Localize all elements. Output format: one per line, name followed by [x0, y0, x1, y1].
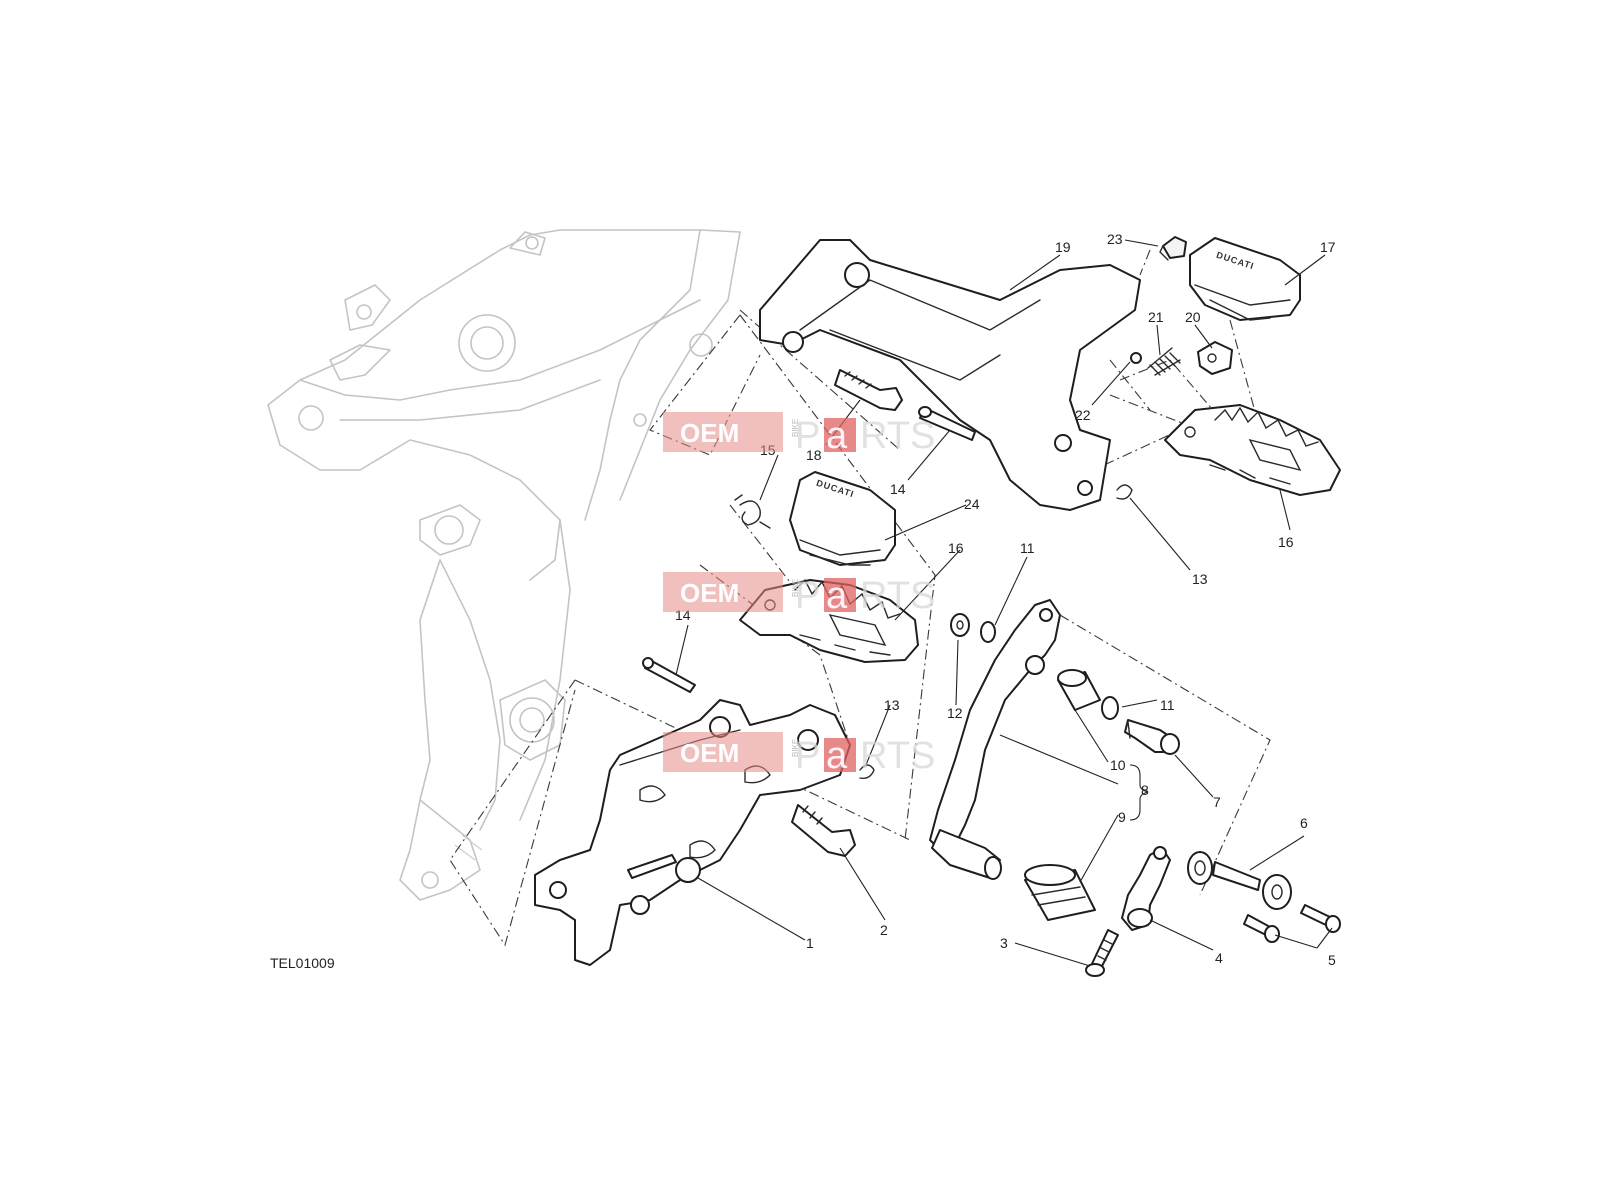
bolt-part-2 — [791, 804, 856, 857]
pedal-rubber-sleeve-part — [1024, 864, 1096, 921]
washer-part — [950, 613, 970, 637]
svg-text:P: P — [795, 575, 820, 617]
callout-leader-lines — [675, 239, 1333, 967]
svg-text:a: a — [826, 575, 848, 617]
svg-text:a: a — [826, 735, 848, 777]
diagram-reference-code: TEL01009 — [270, 955, 335, 971]
detent-ball-part — [1130, 352, 1142, 364]
retaining-clip-upper — [1116, 484, 1133, 500]
callout-3: 3 — [1000, 935, 1008, 951]
svg-text:P: P — [795, 735, 820, 777]
spring-bracket-part — [1197, 341, 1233, 375]
callout-23: 23 — [1107, 231, 1123, 247]
callout-9: 9 — [1118, 809, 1126, 825]
callout-14-upper: 14 — [890, 481, 906, 497]
bushing-part — [1057, 669, 1101, 711]
callout-13-lower: 13 — [884, 697, 900, 713]
brake-pedal-lever-part — [929, 599, 1061, 880]
svg-text:BIKE: BIKE — [791, 419, 800, 437]
footpeg-upper-right-part — [1164, 404, 1341, 496]
callout-22: 22 — [1075, 407, 1091, 423]
pivot-bolt-part — [1124, 719, 1180, 755]
o-ring-lower — [1101, 696, 1119, 720]
callout-4: 4 — [1215, 950, 1223, 966]
svg-text:a: a — [826, 415, 848, 457]
svg-text:BIKE: BIKE — [791, 579, 800, 597]
watermark-middle: OEM BIKE P a RTS — [663, 572, 935, 617]
callout-24: 24 — [964, 496, 980, 512]
svg-text:BIKE: BIKE — [791, 739, 800, 757]
screw-part-a — [1243, 914, 1280, 943]
svg-text:P: P — [795, 415, 820, 457]
rubber-footpeg-pad-middle: DUCATI — [789, 471, 896, 566]
svg-text:RTS: RTS — [860, 415, 935, 457]
bolt-part-3 — [1085, 929, 1119, 977]
callout-11-lower: 11 — [1160, 697, 1175, 713]
retaining-clip-lower — [859, 764, 875, 780]
callout-2: 2 — [880, 922, 888, 938]
callout-16-middle: 16 — [948, 540, 964, 556]
spring-part — [1147, 347, 1181, 376]
svg-text:OEM: OEM — [680, 578, 739, 608]
pin-part-upper — [918, 406, 976, 441]
clevis-part — [1121, 846, 1171, 931]
callout-11-upper: 11 — [1020, 540, 1035, 556]
cap-part — [1159, 236, 1187, 261]
callout-18: 18 — [806, 447, 822, 463]
svg-text:OEM: OEM — [680, 418, 739, 448]
footpeg-middle-part — [739, 578, 919, 663]
watermark-bottom: OEM BIKE P a RTS — [663, 732, 935, 777]
callout-8: 8 — [1141, 782, 1149, 798]
torsion-spring-part — [734, 494, 771, 529]
callout-16-upper: 16 — [1278, 534, 1294, 550]
callout-5: 5 — [1328, 952, 1336, 968]
callout-10: 10 — [1110, 757, 1126, 773]
watermark-top: OEM BIKE P a RTS — [663, 412, 935, 457]
rubber-footpeg-pad-upper: DUCATI — [1189, 237, 1301, 321]
callout-1: 1 — [806, 935, 814, 951]
svg-text:OEM: OEM — [680, 738, 739, 768]
o-ring-upper — [980, 621, 996, 643]
bolt-part-18 — [834, 369, 903, 411]
callout-13-upper: 13 — [1192, 571, 1208, 587]
callout-19: 19 — [1055, 239, 1071, 255]
callout-7: 7 — [1213, 794, 1221, 810]
callout-6: 6 — [1300, 815, 1308, 831]
callout-12: 12 — [947, 705, 963, 721]
screw-part-b — [1300, 904, 1341, 933]
passenger-footpeg-bracket-part — [759, 239, 1141, 511]
pin-part-lower — [642, 657, 696, 693]
callout-21: 21 — [1148, 309, 1164, 325]
svg-text:RTS: RTS — [860, 575, 935, 617]
svg-text:RTS: RTS — [860, 735, 935, 777]
motorcycle-frame-outline — [267, 229, 741, 901]
callout-20: 20 — [1185, 309, 1201, 325]
callout-17: 17 — [1320, 239, 1336, 255]
brake-rod-part — [1187, 851, 1292, 910]
